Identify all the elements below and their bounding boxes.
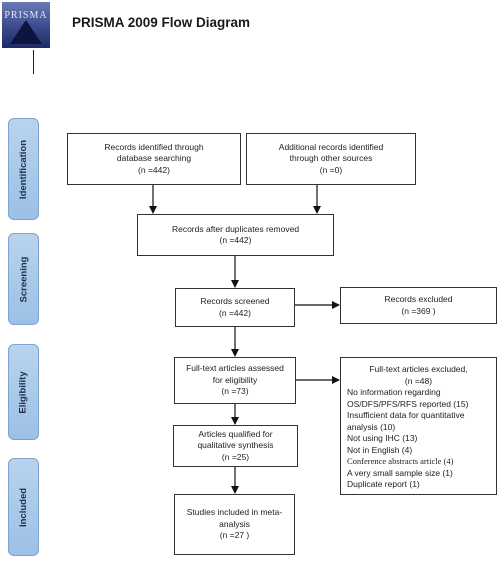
- exclusion-reason: No information regarding: [347, 387, 441, 397]
- fulltext-assessed-line1: Full-text articles assessed: [186, 363, 284, 374]
- stage-screening: Screening: [8, 233, 39, 325]
- box-records-screened: Records screened (n =442): [175, 288, 295, 327]
- exclusion-reason: Duplicate report (1): [347, 479, 420, 489]
- fulltext-assessed-count: (n =73): [221, 386, 249, 397]
- db-search-line2: database searching: [116, 153, 192, 164]
- db-search-count: (n =442): [138, 164, 170, 175]
- screened-count: (n =442): [219, 307, 251, 318]
- qualitative-line2: qualitative synthesis: [197, 440, 274, 451]
- box-meta-analysis: Studies included in meta- analysis (n =2…: [174, 494, 295, 555]
- box-qualitative-synthesis: Articles qualified for qualitative synth…: [173, 425, 298, 467]
- exclusion-reason: A very small sample size (1): [347, 467, 453, 478]
- logo-triangle-icon: [10, 20, 42, 44]
- stage-identification: Identification: [8, 118, 39, 220]
- exclusion-reason: analysis (10): [347, 421, 396, 432]
- screened-line1: Records screened: [200, 296, 270, 306]
- qualitative-count: (n =25): [221, 451, 250, 462]
- logo-divider: [33, 50, 34, 74]
- after-duplicates-line1: Records after duplicates removed: [171, 223, 300, 234]
- box-other-sources: Additional records identified through ot…: [246, 133, 416, 185]
- db-search-line1: Records identified through: [104, 141, 204, 152]
- logo-text: PRISMA: [4, 10, 48, 21]
- diagram-title: PRISMA 2009 Flow Diagram: [72, 15, 251, 30]
- exclusion-reason: Not in English (4): [347, 444, 413, 455]
- other-sources-line1: Additional records identified: [278, 141, 384, 152]
- qualitative-line1: Articles qualified for: [198, 428, 273, 439]
- meta-count: (n =27 ): [219, 530, 250, 541]
- meta-line2: analysis: [219, 518, 250, 529]
- fulltext-excluded-count: (n =48): [404, 375, 433, 386]
- box-fulltext-excluded: Full-text articles excluded, (n =48) No …: [340, 357, 497, 495]
- after-duplicates-count: (n =442): [219, 235, 252, 245]
- fulltext-assessed-line2: for eligibility: [212, 374, 258, 385]
- exclusion-reason: Not using IHC (13): [347, 433, 418, 443]
- box-database-search: Records identified through database sear…: [67, 133, 241, 185]
- exclusion-reason: OS/DFS/PFS/RFS reported (15): [347, 398, 469, 409]
- other-sources-count: (n =0): [319, 164, 343, 175]
- exclusion-reason: Insufficient data for quantitative: [347, 410, 465, 420]
- excluded-line1: Records excluded: [384, 294, 453, 304]
- meta-line1: Studies included in meta-: [186, 507, 283, 518]
- excluded-count: (n =369 ): [401, 305, 436, 316]
- fulltext-excluded-header: Full-text articles excluded,: [369, 364, 468, 374]
- box-after-duplicates: Records after duplicates removed (n =442…: [137, 214, 334, 256]
- other-sources-line2: through other sources: [289, 153, 373, 164]
- stage-included: Included: [8, 458, 39, 556]
- exclusion-reason: Conference abstracts article (4): [347, 456, 454, 466]
- prisma-logo: PRISMA: [2, 2, 50, 48]
- box-fulltext-assessed: Full-text articles assessed for eligibil…: [174, 357, 296, 404]
- stage-eligibility: Eligibility: [8, 344, 39, 440]
- box-records-excluded: Records excluded (n =369 ): [340, 287, 497, 324]
